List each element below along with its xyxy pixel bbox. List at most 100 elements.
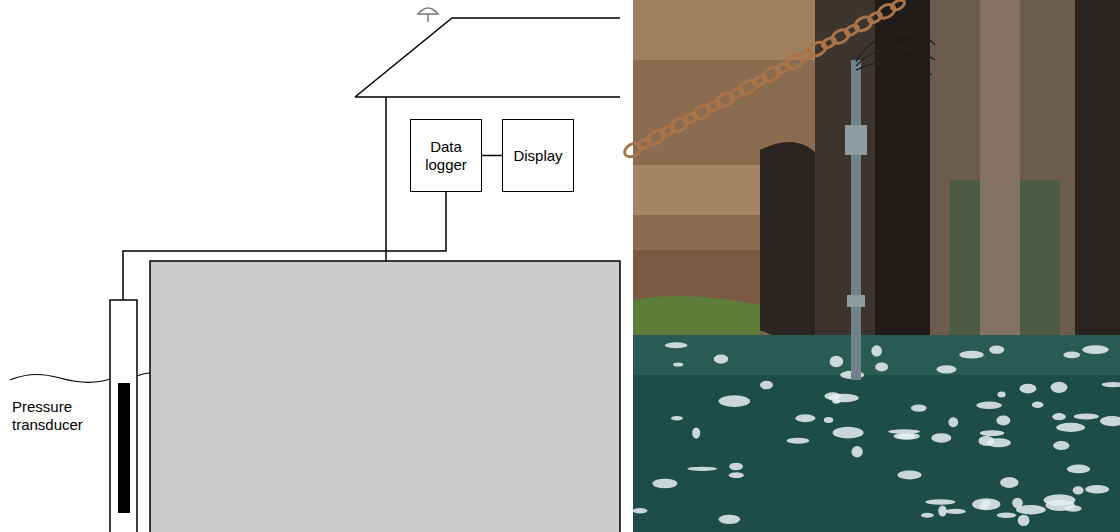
mooring-chain <box>622 0 906 160</box>
water-glint <box>719 515 741 524</box>
water-glint <box>729 463 743 471</box>
box-label: Display <box>513 147 562 165</box>
water-glint <box>1018 515 1030 526</box>
water-glint <box>833 427 864 439</box>
water-glint <box>976 402 1001 409</box>
water-glint <box>894 433 920 440</box>
water-glint <box>996 416 1010 426</box>
water-glint <box>633 508 648 514</box>
steel-column <box>930 0 1075 370</box>
water-glint <box>1067 465 1090 474</box>
water-glint <box>989 346 1004 354</box>
sea-water <box>633 335 1120 532</box>
water-glint <box>1019 384 1036 394</box>
rusty-hull-top <box>633 0 823 60</box>
water-glint <box>871 345 882 356</box>
water-glint <box>665 342 688 348</box>
water-reflection <box>633 335 1120 375</box>
column-highlight <box>980 0 1020 370</box>
photo-background <box>633 0 1120 532</box>
water-glint <box>875 363 888 372</box>
dish-bowl <box>418 8 438 14</box>
water-glint <box>898 470 922 479</box>
water-glint <box>925 499 955 505</box>
dish-mast <box>427 14 429 22</box>
water-glint <box>1016 505 1046 514</box>
water-glint <box>1056 423 1085 432</box>
process-box: Data logger <box>410 119 482 192</box>
signal-cable <box>123 192 446 300</box>
water-glint <box>729 472 744 478</box>
water-glint <box>714 354 729 363</box>
process-box: Display <box>502 119 574 192</box>
water-glint <box>959 351 983 359</box>
house-roof <box>355 18 620 97</box>
water-glint <box>911 405 927 412</box>
stilling-tube <box>110 300 137 532</box>
cable-line <box>482 155 502 157</box>
water-glint <box>760 381 773 390</box>
house-post <box>385 97 387 261</box>
water-glint <box>1102 382 1120 387</box>
gauge-pole <box>851 60 861 380</box>
water-glint <box>948 417 958 427</box>
rusty-hull <box>633 0 823 340</box>
water-surface <box>10 373 150 382</box>
water-glint <box>671 416 683 421</box>
water-glint <box>1085 485 1109 494</box>
wharf-block <box>150 261 620 532</box>
algae-band <box>633 296 760 340</box>
harbour-photo <box>622 0 1120 532</box>
water-glint <box>1053 441 1069 450</box>
water-glint <box>1063 352 1080 359</box>
water-glint <box>938 505 947 516</box>
water-glint <box>1073 486 1084 494</box>
water-glint <box>652 479 677 489</box>
water-glint <box>1000 477 1018 488</box>
water-glint <box>1082 345 1108 354</box>
part-label: Pressure transducer <box>12 398 102 434</box>
water-glint <box>1032 402 1044 408</box>
chain-link <box>890 0 906 12</box>
horizontal-pipe <box>633 165 763 215</box>
water-glint <box>1052 413 1066 420</box>
water-glint <box>1044 494 1076 506</box>
hull-lower <box>633 250 763 340</box>
water-glint <box>931 433 951 443</box>
water-glint <box>1074 413 1099 419</box>
water-glint <box>937 365 957 373</box>
water-glint <box>673 362 683 366</box>
water-glint <box>692 427 700 438</box>
right-pile <box>1075 0 1120 370</box>
water-glint <box>687 467 716 471</box>
box-label: Data logger <box>413 138 479 174</box>
water-glint <box>945 509 965 514</box>
satellite-dish <box>418 8 438 22</box>
water-glint <box>888 429 920 434</box>
water-glint <box>1100 416 1120 426</box>
pole-bracket <box>845 125 867 155</box>
water-glint <box>980 430 1005 436</box>
water-glint <box>1051 382 1068 393</box>
water-glint <box>921 513 934 518</box>
water-glint <box>972 498 1000 510</box>
water-glint <box>824 392 841 399</box>
water-glint <box>795 414 815 422</box>
water-glint <box>997 512 1017 517</box>
water-glint <box>824 417 833 423</box>
water-glint <box>832 400 840 404</box>
water-glint <box>997 392 1005 398</box>
water-glint <box>787 438 810 444</box>
sensor-cables <box>856 33 935 75</box>
pile-shadow <box>875 0 930 360</box>
timber-pile <box>815 0 875 365</box>
water-glint <box>830 356 844 367</box>
pole-clamp <box>847 295 865 307</box>
water-glint <box>851 446 862 457</box>
water-glints <box>633 342 1120 526</box>
water-glint <box>719 395 751 407</box>
water-glint <box>986 438 1010 447</box>
